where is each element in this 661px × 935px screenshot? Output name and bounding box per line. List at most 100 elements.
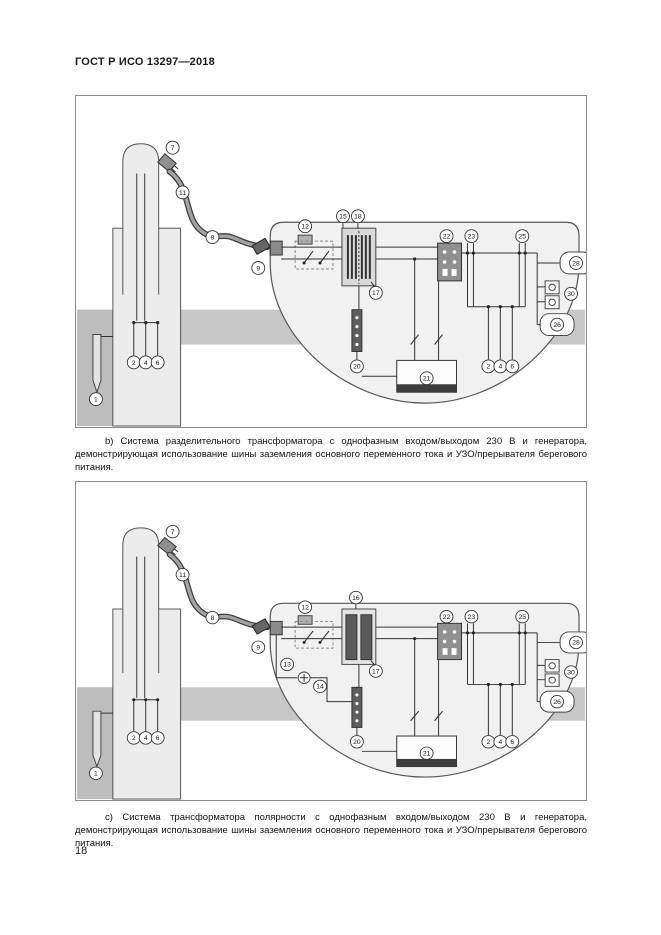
svg-text:12: 12 — [301, 604, 309, 611]
svg-text:9: 9 — [256, 265, 260, 272]
svg-text:6: 6 — [510, 739, 514, 746]
svg-text:13: 13 — [283, 662, 291, 669]
callout-transformer-shield: 18 — [350, 209, 365, 224]
callout-ground-bus: 20 — [349, 359, 364, 374]
callout-bus-1: 23 — [464, 610, 479, 624]
callout-shore-cable: 8 — [205, 610, 220, 625]
callout-outlet-upper: 28 — [569, 635, 583, 650]
callout-outlet-double: 30 — [564, 665, 578, 679]
figure-c-caption-text: Система трансформатора полярности с одно… — [75, 812, 587, 849]
svg-text:11: 11 — [179, 190, 186, 197]
svg-text:23: 23 — [468, 234, 476, 241]
svg-text:4: 4 — [498, 364, 502, 371]
svg-text:7: 7 — [171, 145, 175, 152]
page-number: 18 — [75, 845, 88, 857]
callout-shore-socket: 7 — [165, 140, 180, 155]
svg-text:1: 1 — [94, 397, 98, 404]
svg-text:23: 23 — [468, 614, 476, 621]
svg-text:21: 21 — [423, 376, 431, 383]
callout-boat-l2: 4 — [493, 735, 508, 749]
svg-text:9: 9 — [256, 645, 260, 652]
callout-rcd: 22 — [439, 229, 454, 244]
rcd-box — [437, 242, 462, 282]
callout-inlet: 12 — [298, 600, 313, 614]
ground-electrode — [92, 334, 102, 394]
callout-shore-socket: 7 — [165, 525, 180, 539]
svg-text:2: 2 — [486, 364, 490, 371]
svg-text:18: 18 — [354, 214, 362, 221]
callout-ground-electrode: 1 — [88, 392, 103, 407]
hull-inlet — [269, 620, 283, 636]
callout-boat-plug: 9 — [251, 640, 266, 654]
svg-text:30: 30 — [567, 669, 575, 676]
inlet-breaker — [281, 234, 342, 270]
figure-b-diagram: 1 2 4 6 7 11 8 9 12 15 18 17 22 23 25 28… — [76, 140, 586, 427]
callout-boat-l3: 6 — [505, 359, 520, 374]
figure-b-frame: 1 2 4 6 7 11 8 9 12 15 18 17 22 23 25 28… — [75, 95, 587, 428]
rcd-box — [437, 622, 462, 661]
svg-text:30: 30 — [567, 291, 575, 298]
boat-inlet-plug — [251, 237, 271, 256]
callout-transformer-case: 17 — [368, 285, 383, 300]
callout-dock-l1: 2 — [126, 731, 141, 745]
callout-boat-l1: 2 — [481, 359, 496, 374]
ac-wiring — [358, 623, 561, 752]
dock-structure — [96, 527, 182, 800]
figure-c-diagram: 1 2 4 6 7 11 8 9 12 13 14 16 17 22 23 25… — [76, 525, 586, 800]
ground-bus — [351, 686, 363, 736]
callout-dock-l2: 4 — [138, 731, 153, 745]
callout-transformer: 16 — [348, 590, 363, 605]
callout-shore-cable: 8 — [205, 230, 220, 245]
callout-boat-plug: 9 — [251, 261, 266, 275]
ground-electrode — [92, 710, 102, 769]
galvanic-isolator — [275, 634, 352, 703]
svg-text:17: 17 — [372, 290, 380, 297]
svg-text:20: 20 — [353, 739, 361, 746]
callout-bus-2: 25 — [515, 610, 530, 624]
boat-inlet-plug — [251, 618, 271, 635]
svg-text:15: 15 — [339, 214, 347, 221]
figure-b-caption-text: Система разделительного трансформатора с… — [75, 436, 588, 473]
polarization-transformer — [341, 604, 377, 666]
page-header: ГОСТ Р ИСО 13297—2018 — [75, 56, 215, 68]
svg-text:6: 6 — [156, 735, 160, 742]
svg-text:26: 26 — [553, 699, 561, 706]
callout-bus-2: 25 — [515, 229, 530, 244]
svg-text:25: 25 — [518, 614, 526, 621]
svg-text:20: 20 — [353, 364, 361, 371]
callout-generator: 21 — [419, 746, 434, 760]
figure-c-caption: c) Система трансформатора полярности с о… — [75, 811, 587, 850]
callout-boat-l1: 2 — [481, 735, 496, 749]
svg-text:4: 4 — [498, 739, 502, 746]
svg-text:4: 4 — [144, 735, 148, 742]
callout-outlet-double: 30 — [564, 286, 578, 301]
svg-text:28: 28 — [572, 260, 580, 267]
svg-text:1: 1 — [94, 771, 98, 778]
callouts: 1 2 4 6 7 11 8 9 12 13 14 16 17 22 23 25… — [88, 525, 583, 780]
callout-rcd: 22 — [439, 610, 454, 624]
svg-text:8: 8 — [211, 615, 215, 622]
callout-dock-l3: 6 — [150, 731, 165, 745]
svg-text:4: 4 — [144, 360, 148, 367]
svg-text:22: 22 — [443, 614, 451, 621]
callout-dock-l1: 2 — [126, 355, 141, 370]
svg-text:2: 2 — [132, 735, 136, 742]
ac-wiring — [358, 243, 561, 377]
callout-plug: 11 — [175, 567, 190, 582]
callout-transformer-primary: 15 — [336, 209, 350, 224]
callout-outlet-lower: 26 — [550, 695, 565, 709]
callout-ground-electrode: 1 — [88, 766, 103, 780]
callout-transformer-case: 17 — [368, 664, 383, 678]
hull-inlet — [269, 240, 283, 256]
svg-text:7: 7 — [171, 529, 175, 536]
callout-outlet-upper: 28 — [569, 256, 583, 270]
figure-c-frame: 1 2 4 6 7 11 8 9 12 13 14 16 17 22 23 25… — [75, 481, 587, 801]
svg-text:28: 28 — [572, 640, 580, 647]
callouts: 1 2 4 6 7 11 8 9 12 15 18 17 22 23 25 28… — [88, 140, 583, 407]
callout-boat-l3: 6 — [505, 735, 520, 749]
callout-dock-l3: 6 — [150, 355, 165, 370]
callout-plug: 11 — [175, 185, 190, 200]
callout-dock-l2: 4 — [138, 355, 153, 370]
svg-text:6: 6 — [510, 364, 514, 371]
